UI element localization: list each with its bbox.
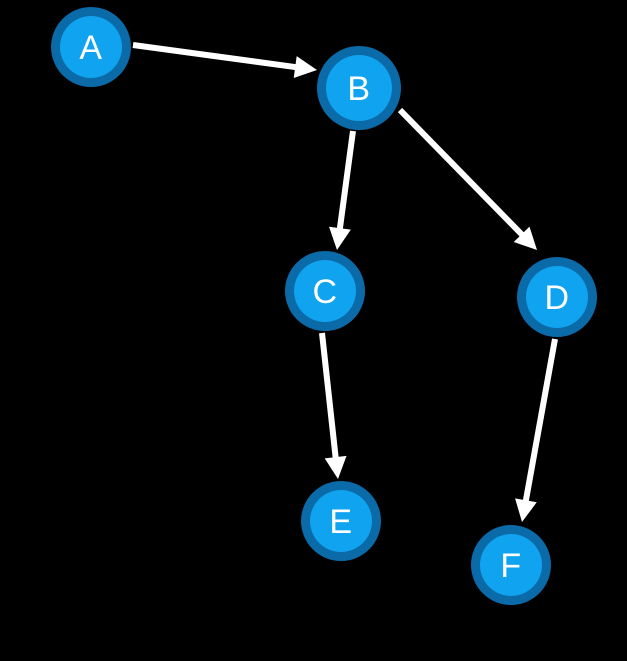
node-label: A (79, 29, 102, 67)
node-core (60, 16, 122, 78)
node-label: C (312, 273, 337, 311)
graph-node-d[interactable]: D (517, 257, 597, 337)
edge-line (132, 42, 298, 71)
graph-edge-c-e[interactable] (319, 332, 347, 479)
edge-line (319, 332, 339, 460)
edge-line (397, 107, 526, 238)
graph-edge-b-c[interactable] (329, 130, 356, 250)
node-core (326, 55, 392, 121)
node-core (310, 490, 372, 552)
graph-node-c[interactable]: C (285, 251, 365, 331)
arrowhead-icon (293, 56, 317, 78)
edge-line (336, 130, 356, 231)
graph-edge-b-d[interactable] (397, 107, 537, 250)
edges-layer (132, 42, 558, 522)
arrowhead-icon (513, 226, 537, 250)
node-core (480, 534, 542, 596)
graph-node-e[interactable]: E (301, 481, 381, 561)
arrowhead-icon (515, 498, 537, 522)
node-label: B (347, 70, 370, 108)
node-core (526, 266, 588, 328)
graph-node-b[interactable]: B (317, 46, 401, 130)
edge-line (522, 338, 558, 503)
node-core (294, 260, 356, 322)
node-label: E (329, 503, 352, 541)
nodes-layer: A B C D E F (51, 7, 597, 605)
graph-edge-d-f[interactable] (515, 338, 558, 522)
arrowhead-icon (324, 455, 347, 479)
graph-edge-a-b[interactable] (132, 42, 317, 78)
node-label: F (500, 547, 521, 585)
graph-node-f[interactable]: F (471, 525, 551, 605)
arrowhead-icon (329, 226, 351, 250)
graph-node-a[interactable]: A (51, 7, 131, 87)
node-label: D (544, 279, 569, 317)
